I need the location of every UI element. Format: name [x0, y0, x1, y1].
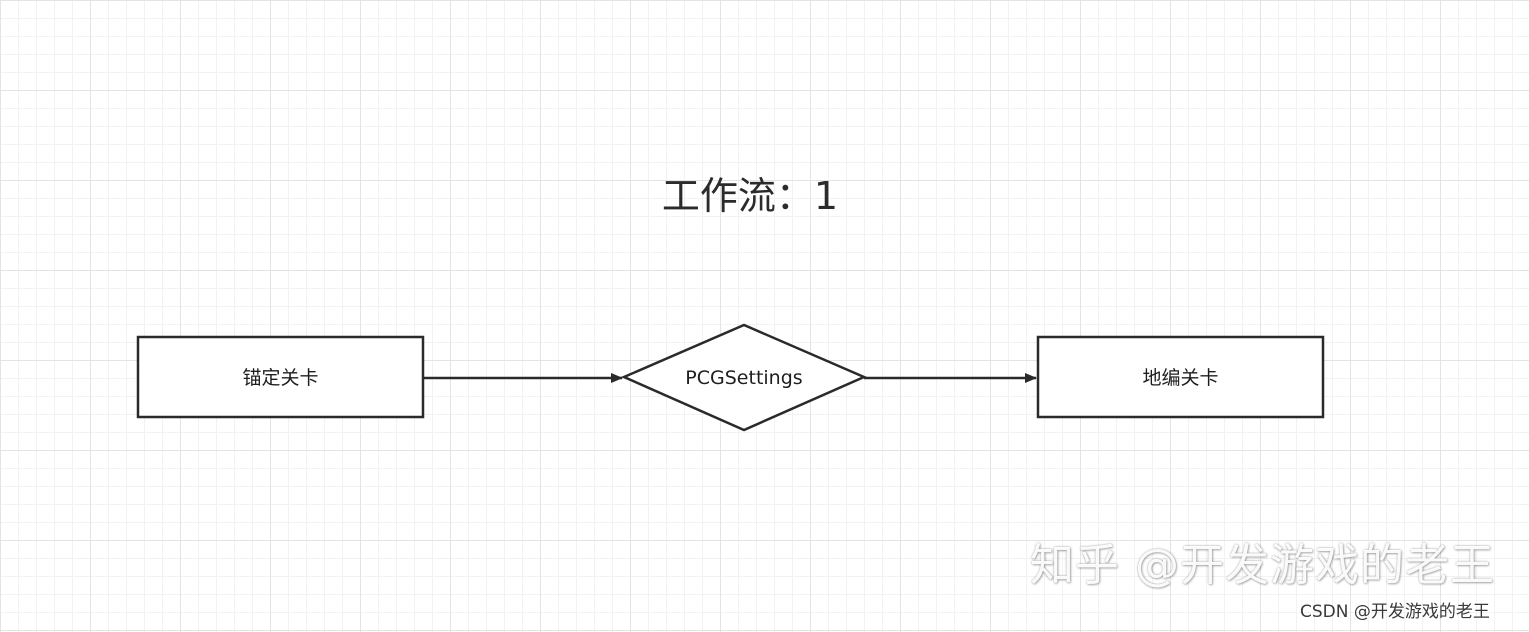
node-start-box[interactable] — [136, 335, 425, 419]
node-end-box[interactable] — [1036, 335, 1325, 419]
node-start-label: 锚定关卡 — [242, 367, 319, 389]
node-decision-label: PCGSettings — [685, 367, 803, 389]
node-end-label: 地编关卡 — [1142, 367, 1219, 389]
watermark-zhihu: 知乎 @开发游戏的老王 — [1030, 540, 1495, 591]
diagram-title: 工作流：1 — [661, 174, 839, 218]
watermark-csdn: CSDN @开发游戏的老王 — [1300, 602, 1490, 622]
